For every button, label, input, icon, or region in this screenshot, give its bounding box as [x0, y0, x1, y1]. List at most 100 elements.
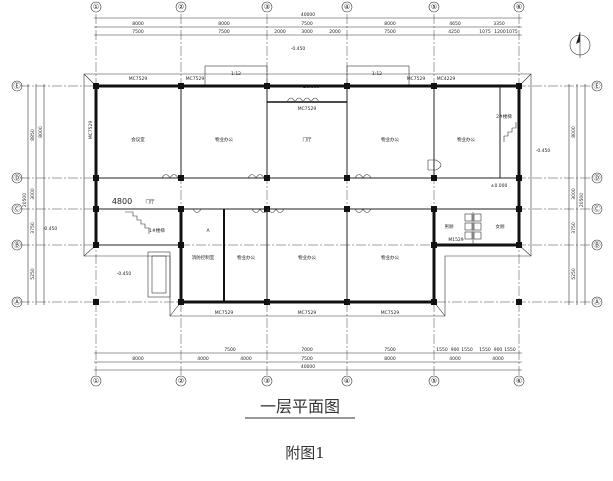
dimension-label: 1550: [461, 347, 473, 353]
axis-label: ⑥: [516, 377, 522, 385]
dimension-label: MC4229: [437, 76, 456, 82]
dimension-label: 8000: [384, 356, 396, 362]
dimension-label: 3350: [493, 21, 505, 27]
room-fire-control: 消防控制室: [192, 254, 215, 261]
dimension-label: 1#楼梯: [149, 227, 165, 234]
dimension-label: 20500: [579, 193, 585, 207]
dimension-label: 2000: [329, 29, 341, 35]
dimension-label: MC7529: [381, 310, 400, 316]
axis-label: ⑥: [516, 3, 522, 11]
dimension-label: 1550: [479, 347, 491, 353]
axis-label: Ⓔ: [14, 82, 21, 90]
room-office: 物业办公: [381, 136, 399, 143]
axis-label: ⑤: [431, 377, 437, 385]
dimension-label: -0.450: [117, 271, 132, 277]
axis-bubbles-top: ① ② ③ ④ ⑤ ⑥: [90, 1, 525, 13]
dimension-label: 40000: [301, 12, 315, 18]
dimension-label: 5250: [30, 268, 36, 280]
axis-label: Ⓓ: [594, 174, 601, 182]
dimension-label: MC7529: [407, 76, 426, 82]
dimension-label: 1:12: [372, 71, 382, 77]
dimension-label: 4000: [492, 356, 504, 362]
dimension-label: 900: [451, 347, 460, 353]
dimension-label: 2#楼梯: [496, 113, 512, 120]
dimension-label: 7500: [384, 347, 396, 353]
dimension-label: 7500: [384, 29, 396, 35]
axis-bubbles-bottom: ① ② ③ ④ ⑤ ⑥: [90, 375, 525, 387]
dimension-label: 900: [494, 347, 503, 353]
room-office: 物业办公: [298, 254, 316, 261]
room-office: 物业办公: [215, 136, 233, 143]
axis-label: ⑤: [431, 3, 437, 11]
dimension-label: 8000: [384, 21, 396, 27]
dimension-label: 7500: [132, 29, 144, 35]
dimension-label: 4000: [449, 356, 461, 362]
dimension-label: M1529: [448, 237, 463, 243]
axis-label: Ⓑ: [14, 241, 21, 249]
columns: [93, 83, 522, 305]
dimension-label: 1550: [504, 347, 516, 353]
dimension-label: MC7529: [215, 310, 234, 316]
axis-grid: [20, 14, 590, 375]
dimension-label: 3000: [30, 188, 36, 200]
dimension-label: 3750: [30, 222, 36, 234]
axis-bubbles-right: Ⓔ Ⓓ Ⓒ Ⓑ Ⓐ: [591, 80, 603, 308]
dimension-label: 20500: [22, 193, 28, 207]
dimension-label: 门厅: [146, 198, 155, 205]
stair-2: 2#楼梯 ±0.000 -0.450: [491, 113, 551, 189]
stair-1: 1#楼梯 4800 门厅 -0.450 -0.450: [43, 197, 171, 298]
dimension-label: A: [206, 228, 210, 234]
dimension-label: 8000: [218, 21, 230, 27]
axis-label: ③: [264, 377, 270, 385]
dimension-label: 1550: [436, 347, 448, 353]
dimension-label: 3750: [571, 222, 577, 234]
axis-label: Ⓓ: [14, 174, 21, 182]
axis-label: ②: [178, 377, 184, 385]
room-labels: 会议室 物业办公 门厅 物业办公 物业办公 消防控制室 物业办公 物业办公 物业…: [131, 136, 475, 261]
dimension-label: 1200: [494, 29, 506, 35]
axis-label: Ⓒ: [594, 205, 601, 213]
dimension-label: -0.450: [43, 226, 58, 232]
dimension-label: 7500: [301, 21, 313, 27]
dimension-label: 8000: [571, 126, 577, 138]
dimension-label: 4000: [197, 356, 209, 362]
room-lobby: 门厅: [303, 136, 312, 143]
figure-caption: 附图1: [285, 444, 325, 462]
dimension-label: 40000: [301, 364, 315, 370]
drawing-title: 一层平面图: [260, 397, 340, 416]
dimension-label: 7500: [301, 356, 313, 362]
dimension-label: 3000: [301, 29, 313, 35]
dimension-label: 男厕: [445, 224, 454, 230]
axis-label: ④: [344, 377, 350, 385]
dimension-label: 4650: [449, 21, 461, 27]
entrance-ramps: 1:12 1:12 -0.450 ±0.000: [204, 46, 410, 90]
room-office: 物业办公: [457, 136, 475, 143]
dimension-label: 8850: [30, 129, 36, 141]
dimension-label: 3000: [571, 188, 577, 200]
doors: [161, 97, 442, 213]
dimension-label: 4250: [448, 29, 460, 35]
door-codes: MC7529 MC7529 MC7529 MC4229 MC7529 MC752…: [88, 76, 464, 316]
dimension-label: -0.450: [291, 46, 306, 52]
dimension-label: 7500: [224, 347, 236, 353]
axis-label: Ⓐ: [594, 298, 601, 306]
axis-label: ③: [264, 3, 270, 11]
dimensions-top: 40000 8000 8000 7500 8000 4650 3350 7500…: [94, 12, 522, 36]
north-arrow-icon: [569, 32, 591, 58]
dimension-label: 8000: [132, 21, 144, 27]
dimension-label: ±0.000: [491, 183, 508, 189]
dimensions-bottom: 7500 7000 7500 1550 900 1550 1550 900 15…: [94, 347, 522, 371]
dimension-label: 1075: [506, 29, 518, 35]
axis-bubbles-left: Ⓔ Ⓓ Ⓒ Ⓑ Ⓐ: [11, 80, 23, 308]
dimension-label: 1075: [479, 29, 491, 35]
dimensions-left: 20500 8850 8000 3000 3750 5250: [22, 84, 45, 305]
dimension-label: 7500: [218, 29, 230, 35]
dimension-label: MC7529: [129, 76, 148, 82]
dimension-label: 1:12: [231, 71, 241, 77]
dimension-label: -0.450: [536, 148, 551, 154]
dimension-label: 2000: [274, 29, 286, 35]
axis-label: Ⓒ: [14, 205, 21, 213]
dimension-label: 8000: [38, 126, 44, 138]
dimensions-right: 8000 3000 20500 3750 5250: [568, 84, 586, 305]
room-meeting: 会议室: [131, 136, 145, 143]
